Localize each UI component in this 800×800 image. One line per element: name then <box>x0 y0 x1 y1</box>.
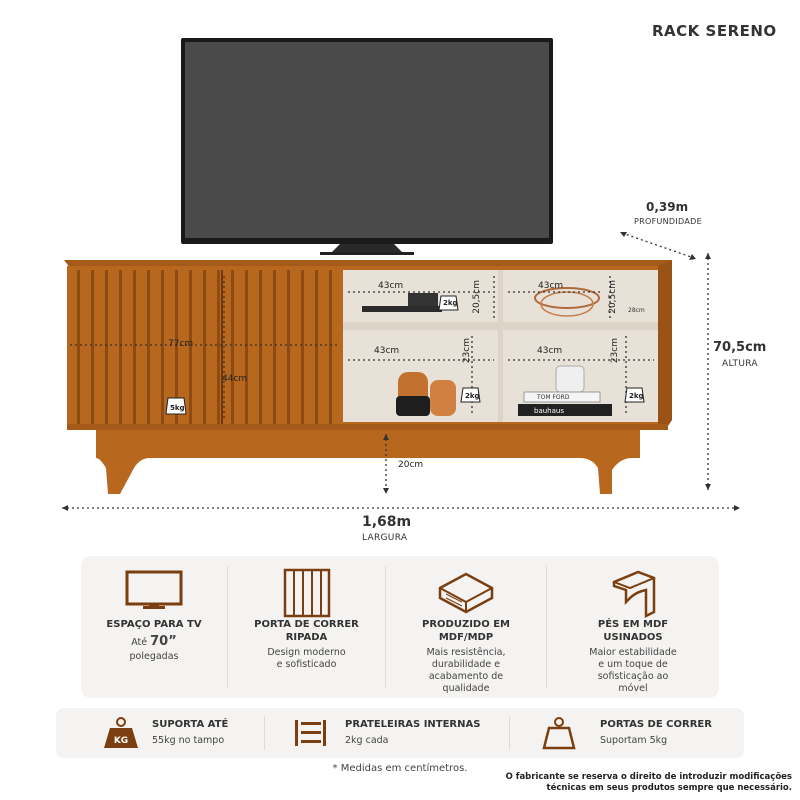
book-bottom-label: bauhaus <box>534 407 564 415</box>
feature-mdf-desc-4: qualidade <box>442 683 490 694</box>
feature-tv-space: ESPAÇO PARA TV Até 70” polegadas <box>81 556 227 698</box>
shelves-icon <box>295 720 326 746</box>
info-doors-title: PORTAS DE CORRER <box>600 719 712 730</box>
tv-illustration <box>181 38 553 255</box>
dimension-lines <box>62 232 740 509</box>
slatted-door-icon <box>283 568 330 618</box>
feature-legs-desc-2: e um toque de <box>598 659 668 670</box>
feature-legs-desc-4: móvel <box>618 683 648 694</box>
depth-label: PROFUNDIDADE <box>634 217 702 226</box>
weight-icon <box>542 717 576 750</box>
weight-kg-icon: KG <box>104 717 138 748</box>
feature-legs-desc-3: sofisticação ao <box>597 671 669 682</box>
features-panel: ESPAÇO PARA TV Até 70” polegadas PORTA D… <box>81 556 719 698</box>
niche-top-right <box>503 270 658 322</box>
door-width-label: 77cm <box>168 339 194 349</box>
disclaimer: O fabricante se reserva o direito de int… <box>505 772 792 793</box>
shelf-width-1: 43cm <box>378 281 404 291</box>
width-label: LARGURA <box>362 533 408 543</box>
door-height-label: 44cm <box>222 374 248 384</box>
info-doors-desc: Suportam 5kg <box>600 735 668 746</box>
mdf-board-icon <box>438 572 494 614</box>
door-slats <box>77 270 332 424</box>
shelf-height-bottom-1: 23cm <box>462 338 472 364</box>
shelf-height-bottom-2: 23cm <box>610 338 620 364</box>
shelf-weight-3: 2kg <box>629 392 644 400</box>
shelf-width-4: 43cm <box>537 346 563 356</box>
feature-mdf-desc-2: durabilidade e <box>431 659 501 670</box>
rack-base <box>96 430 640 494</box>
info-shelves-desc: 2kg cada <box>345 735 389 746</box>
info-support-desc: 55kg no tampo <box>152 735 225 746</box>
feature-tv-desc: Até 70” <box>131 634 177 649</box>
product-illustration: TOM FORD bauhaus <box>62 38 740 511</box>
decor-items <box>362 287 612 416</box>
feature-mdf-desc-3: acabamento de <box>428 671 504 682</box>
feature-mdf-desc-1: Mais resistência, <box>426 647 506 658</box>
door-weight-label: 5kg <box>170 404 185 412</box>
info-bar: KG SUPORTA ATÉ 55kg no tampo PRATELEIRAS… <box>56 708 744 758</box>
weight-badges <box>165 295 645 415</box>
shelf-height-top-1: 20,5cm <box>472 280 482 314</box>
product-title: RACK SERENO <box>652 22 777 40</box>
mdf-leg-icon <box>612 570 656 618</box>
shelf-width-3: 43cm <box>374 346 400 356</box>
feature-tv-title: ESPAÇO PARA TV <box>106 619 202 630</box>
info-doors: PORTAS DE CORRER Suportam 5kg <box>510 708 744 758</box>
leg-height-label: 20cm <box>398 460 424 470</box>
tv-icon <box>125 570 183 609</box>
book-top-label: TOM FORD <box>536 394 570 401</box>
info-support-title: SUPORTA ATÉ <box>152 719 229 730</box>
shelf-weight-1: 2kg <box>443 299 458 307</box>
feature-door-desc-1: Design moderno <box>267 647 346 658</box>
info-shelves: PRATELEIRAS INTERNAS 2kg cada <box>265 708 509 758</box>
measurement-note: * Medidas em centímetros. <box>332 763 468 774</box>
info-support: KG SUPORTA ATÉ 55kg no tampo <box>56 708 264 758</box>
info-shelves-title: PRATELEIRAS INTERNAS <box>345 719 481 730</box>
svg-text:KG: KG <box>114 736 128 746</box>
height-value: 70,5cm <box>713 340 767 355</box>
arrow-heads <box>62 232 740 511</box>
feature-legs-desc-1: Maior estabilidade <box>589 647 677 658</box>
side-depth-label: 28cm <box>628 307 645 314</box>
width-value: 1,68m <box>362 514 412 530</box>
height-label: ALTURA <box>722 359 758 369</box>
depth-value: 0,39m <box>646 200 689 214</box>
feature-tv-desc-2: polegadas <box>129 651 179 662</box>
shelf-weight-2: 2kg <box>465 392 480 400</box>
shelf-width-2: 43cm <box>538 281 564 291</box>
feature-door-desc-2: e sofisticado <box>276 659 337 670</box>
shelf-height-top-2: 20,5cm <box>608 280 618 314</box>
